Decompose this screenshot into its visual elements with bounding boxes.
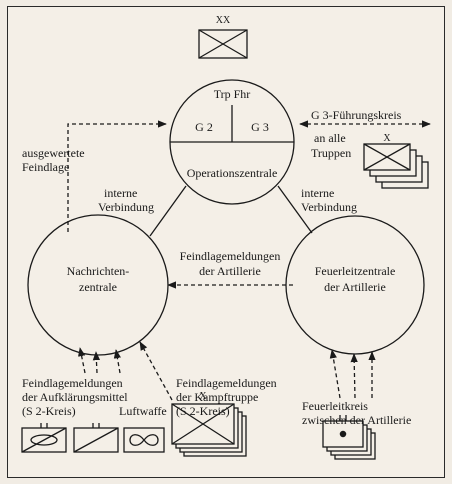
- arrow-recon-2: [92, 351, 101, 374]
- combat-marker: X: [199, 391, 207, 402]
- internal-right-line1: interne: [301, 186, 335, 200]
- diagram-frame: [7, 6, 445, 478]
- artillery-stack-symbol: [322, 415, 376, 460]
- internal-link-left: [149, 185, 187, 237]
- evaluated-enemy-line2: Feindlage: [22, 160, 70, 174]
- artillery-reports-line1: Feindlagemeldungen: [179, 249, 281, 263]
- arrow-evaluated-enemy: [67, 120, 167, 232]
- airforce-symbol: [123, 427, 165, 453]
- combat-reports-line2: der Kampftruppe: [176, 390, 259, 404]
- internal-right-line2: Verbindung: [301, 200, 357, 214]
- to-all-line1: an alle: [314, 131, 346, 145]
- arrow-combat-troops: [139, 341, 173, 401]
- combat-reports-line3: (S 2-Kreis): [176, 404, 230, 418]
- internal-left-line1: interne: [104, 186, 138, 200]
- g3-label: G 3: [251, 120, 269, 134]
- evaluated-enemy-line1: ausgewertete: [22, 146, 85, 160]
- airforce-label: Luftwaffe: [119, 404, 167, 418]
- combat-reports-line1: Feindlagemeldungen: [176, 376, 277, 390]
- internal-left-line2: Verbindung: [98, 200, 154, 214]
- g3-command-circle: G 3-Führungskreis: [311, 108, 402, 122]
- division-hq-symbol: [198, 29, 248, 59]
- artillery-reports-line2: der Artillerie: [199, 264, 261, 278]
- recon-symbol-1: [21, 423, 67, 453]
- division-marker: XX: [215, 15, 231, 26]
- arrow-fire-1: [329, 349, 341, 399]
- recon-reports-line1: Feindlagemeldungen: [22, 376, 123, 390]
- fire-control-line1: Feuerleitzentrale: [314, 264, 396, 278]
- arrow-recon-1: [78, 347, 86, 374]
- troops-stack-symbol: [363, 143, 429, 189]
- recon-reports-line2: der Aufklärungsmittel: [22, 390, 128, 404]
- fire-control-line2: der Artillerie: [324, 280, 386, 294]
- arrow-fire-2: [350, 353, 358, 399]
- combat-troops-stack-symbol: [171, 403, 247, 457]
- recon-reports-line3: (S 2-Kreis): [22, 404, 76, 418]
- to-all-line2: Truppen: [311, 146, 352, 160]
- operations-center-label: Operationszentrale: [186, 166, 278, 180]
- recon-symbol-2: [73, 423, 119, 453]
- internal-link-right: [277, 185, 313, 234]
- g2-label: G 2: [195, 120, 213, 134]
- troops-marker: X: [383, 133, 391, 144]
- signal-center-line2: zentrale: [79, 280, 117, 294]
- fire-circle-line1: Feuerleitkreis: [302, 399, 368, 413]
- arrow-airforce: [113, 349, 121, 374]
- signal-center-line1: Nachrichten-: [66, 264, 130, 278]
- operations-title: Trp Fhr: [213, 87, 251, 101]
- fire-circle-line2: zwischen der Artillerie: [302, 413, 412, 427]
